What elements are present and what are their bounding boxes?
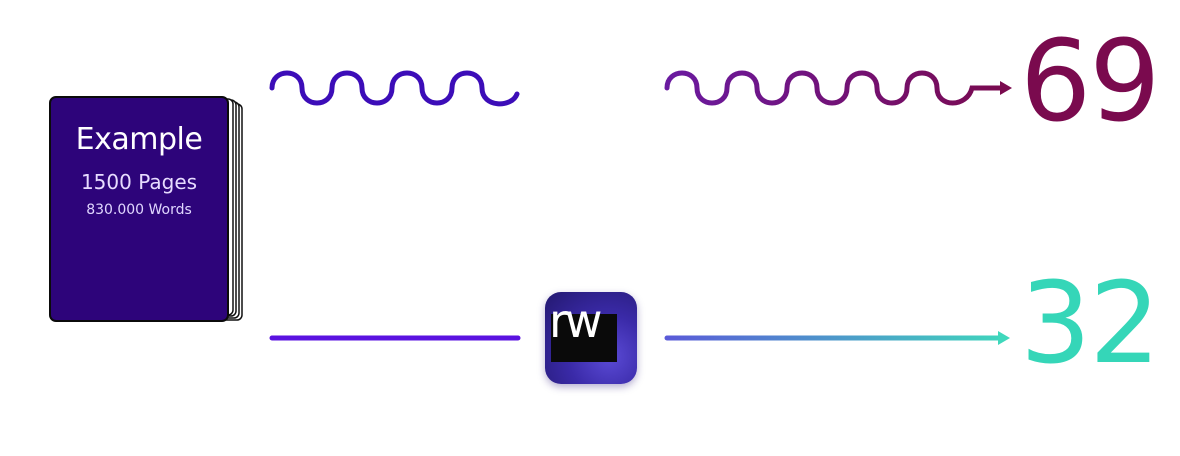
logo-text: rw <box>549 294 603 348</box>
book-pages: 1500 Pages <box>80 170 198 194</box>
book-title: Example <box>75 122 203 157</box>
result-bottom-value: 32 <box>1020 259 1161 389</box>
arrowhead-top <box>1000 81 1012 95</box>
result-top-value: 69 <box>1020 17 1161 147</box>
arrowhead-bottom <box>998 331 1010 345</box>
logo-inner-block <box>551 314 617 362</box>
book-cover <box>49 96 229 322</box>
book-words: 830.000 Words <box>86 202 192 218</box>
wave-line-left <box>269 70 520 107</box>
wave-line-right <box>664 70 1005 106</box>
rw-logo-icon: rw <box>545 292 637 384</box>
